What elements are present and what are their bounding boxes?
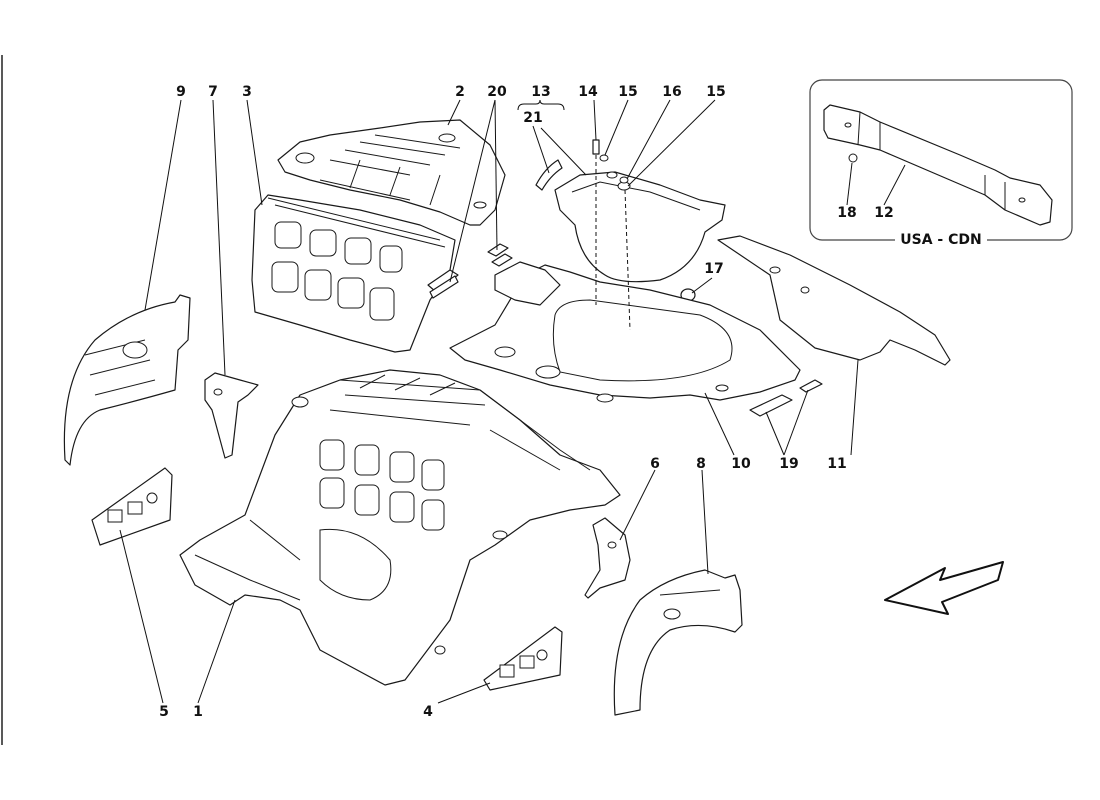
part-2-rear-parcel-shelf xyxy=(277,119,506,226)
part-11-rear-panel xyxy=(717,235,951,366)
callout-15: 15 xyxy=(618,84,637,100)
part-3-rear-bulkhead xyxy=(251,194,456,353)
part-10-boot-floor xyxy=(449,261,801,403)
callout-20: 20 xyxy=(487,84,507,100)
part-9-wheel-arch-left xyxy=(63,294,191,466)
callout-14: 14 xyxy=(578,84,598,100)
callout-3: 3 xyxy=(242,84,252,100)
part-5-side-plate xyxy=(91,467,173,546)
callout-12: 12 xyxy=(874,205,893,221)
callout-18: 18 xyxy=(837,205,856,221)
callout-labels: 9 7 3 2 20 13 21 14 15 16 15 17 6 8 10 1… xyxy=(159,84,847,720)
callout-1: 1 xyxy=(193,704,203,720)
part-1-rear-body-structure xyxy=(179,369,621,686)
callout-16: 16 xyxy=(662,84,681,100)
part-18-nut xyxy=(848,153,858,163)
part-19-strips xyxy=(749,379,823,417)
inset-usa-cdn: USA - CDN 18 12 xyxy=(809,79,1073,250)
callout-13: 13 xyxy=(531,84,550,100)
fasteners-14-15-16 xyxy=(592,139,631,191)
callout-19: 19 xyxy=(779,456,798,472)
callout-7: 7 xyxy=(208,84,218,100)
part-21-seal xyxy=(535,159,563,191)
callout-4: 4 xyxy=(423,704,433,720)
arrow-down-left-icon xyxy=(884,561,1004,615)
part-13-spare-wheel-tub xyxy=(554,171,726,283)
part-6-bracket xyxy=(584,517,631,599)
callout-21: 21 xyxy=(523,110,542,126)
callout-5: 5 xyxy=(159,704,169,720)
part-4-side-plate xyxy=(483,626,563,691)
callout-15-second: 15 xyxy=(706,84,725,100)
part-20-brackets xyxy=(427,243,513,299)
callout-2: 2 xyxy=(455,84,465,100)
callout-6: 6 xyxy=(650,456,660,472)
alignment-line-16 xyxy=(624,189,631,331)
callout-11: 11 xyxy=(827,456,846,472)
callout-9: 9 xyxy=(176,84,186,100)
leader-lines xyxy=(119,99,859,704)
part-8-wheel-arch-right xyxy=(613,569,743,716)
part-12-bumper-beam xyxy=(823,104,1053,226)
part-7-bracket xyxy=(204,372,259,459)
callout-17: 17 xyxy=(704,261,723,277)
inset-label: USA - CDN xyxy=(900,232,981,248)
callout-8: 8 xyxy=(696,456,706,472)
callout-10: 10 xyxy=(731,456,751,472)
